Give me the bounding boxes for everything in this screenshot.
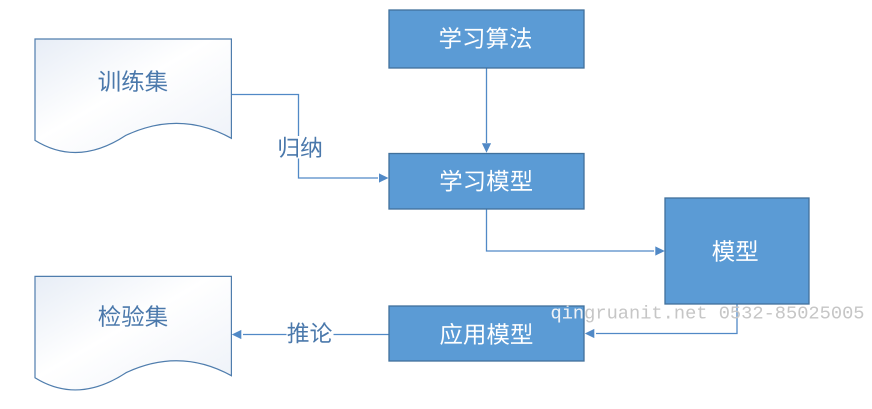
svg-text:qingruanit.net 0532-85025005: qingruanit.net 0532-85025005 <box>551 303 865 325</box>
svg-text:qingruanit.net 0532-85025005: qingruanit.net 0532-85025005 <box>551 303 865 325</box>
